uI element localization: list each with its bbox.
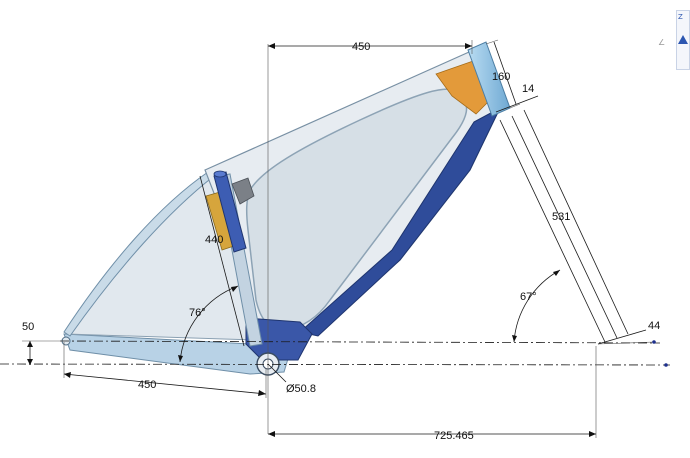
dim-label-head-tube: 160	[492, 71, 510, 83]
dim-dropout-height[interactable]: 50	[22, 321, 66, 365]
dim-label-seat-tube: 440	[205, 234, 223, 246]
dim-fork-offset[interactable]: 44	[597, 320, 660, 345]
view-cube-arrow-icon[interactable]	[678, 35, 688, 44]
angle-hint-icon: ∠	[658, 38, 666, 47]
dim-front-center[interactable]: 725.465	[268, 346, 597, 442]
axle-centerline	[59, 340, 661, 344]
dim-bb-diameter[interactable]: Ø50.8	[267, 363, 316, 395]
dim-top-tube[interactable]: 450	[267, 40, 473, 434]
seat-post-top	[213, 170, 227, 178]
dim-label-head-offset: 14	[522, 83, 534, 95]
view-cube-z-axis: Z	[678, 13, 683, 21]
seat-cluster-grey	[231, 177, 255, 205]
dim-head-tube[interactable]: 160	[485, 39, 521, 109]
fork-reference	[499, 115, 655, 345]
dim-label-fork-offset: 44	[648, 320, 660, 332]
view-cube[interactable]: Z	[676, 10, 690, 70]
down-tube[interactable]	[298, 106, 502, 337]
dim-label-dropout-height: 50	[22, 321, 34, 333]
centerline-endpoint	[652, 340, 656, 344]
dim-head-angle[interactable]: 67°	[512, 269, 561, 343]
front-triangle-window	[245, 88, 468, 331]
dim-label-front-center: 725.465	[434, 430, 474, 442]
dim-label-chainstay: 450	[138, 379, 156, 391]
centerline-endpoint	[664, 363, 668, 367]
dim-seat-tube[interactable]: 440	[199, 175, 245, 347]
bike-frame[interactable]	[61, 41, 511, 376]
dim-fork-length[interactable]: 531	[523, 109, 629, 335]
dim-chainstay[interactable]: 450	[63, 342, 267, 398]
bb-centerline	[0, 363, 671, 366]
dim-label-head-angle: 67°	[520, 291, 537, 303]
dim-label-bb-diameter: Ø50.8	[286, 383, 316, 395]
dim-label-top-tube: 450	[352, 41, 370, 53]
bottom-bracket-shell[interactable]	[245, 317, 313, 361]
dim-label-seat-angle: 76°	[189, 307, 206, 319]
dim-head-offset[interactable]: 14	[495, 83, 539, 113]
dim-label-fork-length: 531	[552, 211, 570, 223]
dim-seat-angle[interactable]: 76°	[178, 285, 239, 363]
